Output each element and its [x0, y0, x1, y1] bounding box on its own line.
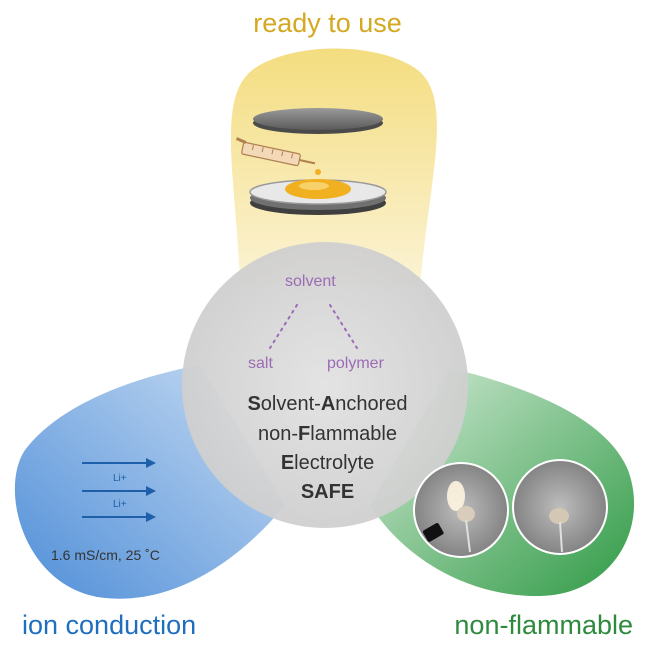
salt-label: salt: [248, 355, 273, 372]
polymer-label: polymer: [327, 355, 384, 372]
syringe-icon: [235, 137, 316, 167]
safe-acronym: SAFE: [300, 481, 355, 503]
solvent-label: solvent: [285, 273, 336, 290]
center-line-3: Electrolyte: [280, 452, 375, 474]
flame-test-photo-right: [512, 459, 608, 555]
conductivity-value: 1.6 mS/cm, 25 ˚C: [51, 547, 160, 563]
center-line-1: Solvent-Anchored: [247, 393, 408, 415]
center-line-2: non-Flammable: [258, 423, 397, 445]
li-ion-label-2: Li+: [113, 499, 127, 510]
ion-conduction-label: ion conduction: [22, 610, 197, 640]
electrolyte-drop: [315, 169, 321, 175]
solvent-polymer-link: [329, 304, 358, 349]
ready-to-use-label: ready to use: [253, 8, 402, 38]
solvent-salt-link: [269, 304, 298, 349]
non-flammable-label: non-flammable: [454, 610, 633, 640]
flame-test-photo-left: [413, 462, 509, 558]
li-arrows: [82, 458, 156, 522]
li-ion-label-1: Li+: [113, 473, 127, 484]
ready-lobe: [230, 48, 437, 285]
cell-assembly-illustration: [249, 108, 387, 215]
center-circle: [182, 242, 468, 528]
